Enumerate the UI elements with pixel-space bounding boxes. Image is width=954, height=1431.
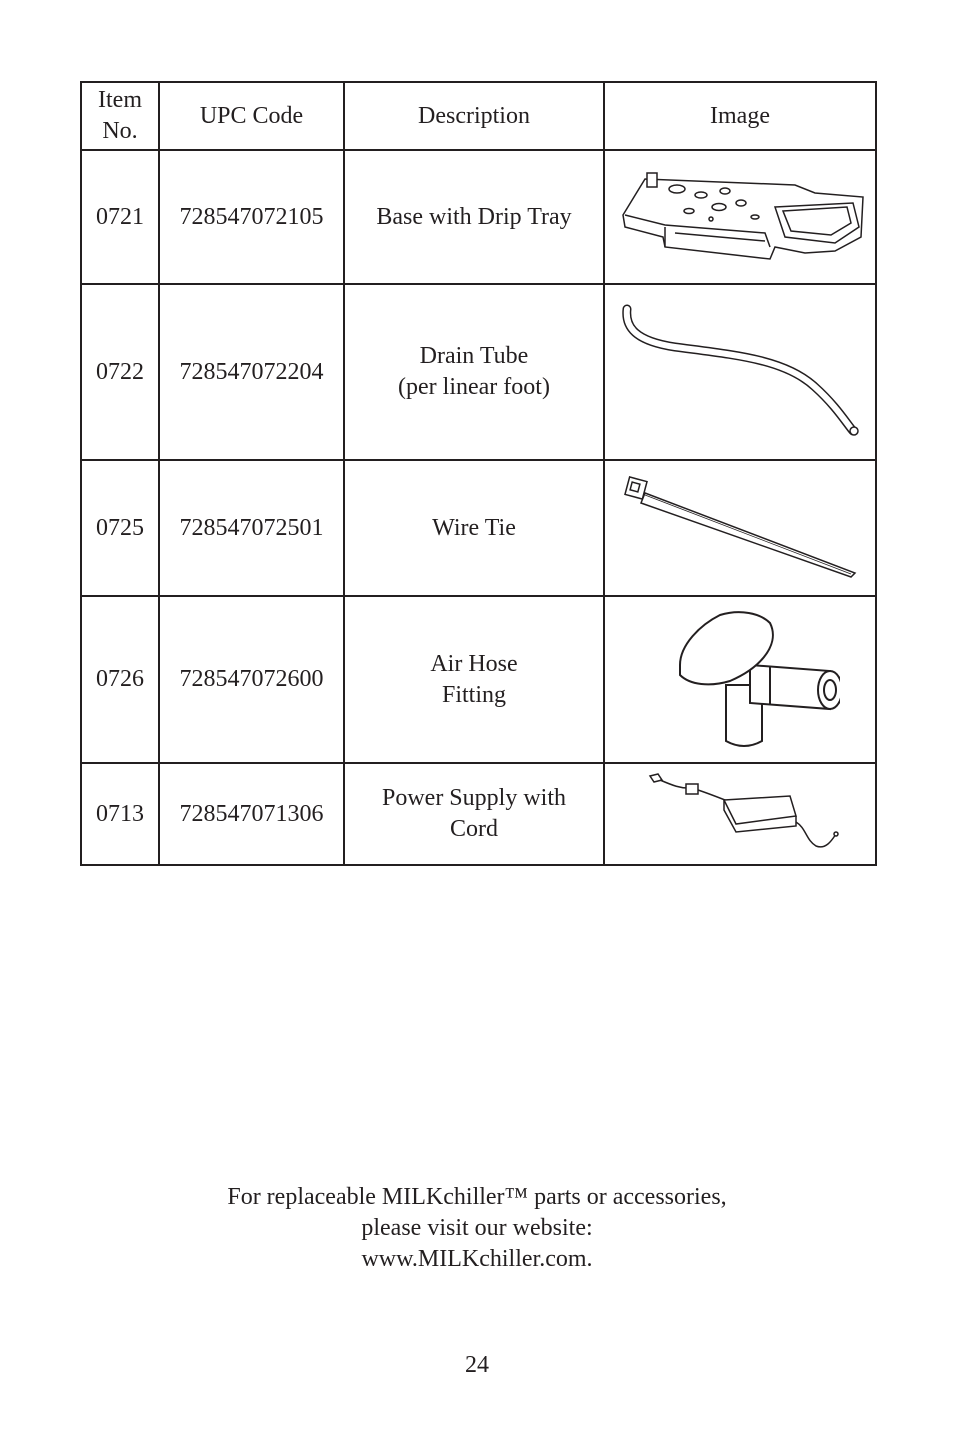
- upc-code: 728547071306: [158, 762, 345, 866]
- table-row: 0725 728547072501 Wire Tie: [80, 459, 877, 597]
- upc-code: 728547072204: [158, 283, 345, 461]
- drain-tube-drawing: [622, 304, 859, 436]
- table-row: 0722 728547072204 Drain Tube (per linear…: [80, 283, 877, 461]
- item-number: 0726: [80, 595, 160, 764]
- table-row: 0713 728547071306 Power Supply with Cord: [80, 762, 877, 866]
- website-note-line: For replaceable MILKchiller™ parts or ac…: [227, 1184, 727, 1210]
- upc-code: 728547072600: [158, 595, 345, 764]
- website-url: www.MILKchiller.com.: [361, 1246, 593, 1272]
- base-with-drip-tray-drawing: [622, 172, 864, 260]
- website-note: For replaceable MILKchiller™ parts or ac…: [0, 1182, 954, 1275]
- item-number: 0713: [80, 762, 160, 866]
- header-image: Image: [603, 81, 877, 151]
- item-description: Power Supply with Cord: [343, 762, 605, 866]
- air-hose-fitting-drawing: [679, 610, 840, 747]
- header-item-no: Item No.: [80, 81, 160, 151]
- item-number: 0722: [80, 283, 160, 461]
- table-row: 0721 728547072105 Base with Drip Tray: [80, 149, 877, 285]
- upc-code: 728547072501: [158, 459, 345, 597]
- parts-table: Item No. UPC Code Description Image 0721…: [80, 81, 877, 866]
- upc-code: 728547072105: [158, 149, 345, 285]
- item-description: Base with Drip Tray: [343, 149, 605, 285]
- header-upc-code: UPC Code: [158, 81, 345, 151]
- item-number: 0721: [80, 149, 160, 285]
- item-number: 0725: [80, 459, 160, 597]
- page-number: 24: [465, 1352, 489, 1378]
- wire-tie-drawing: [624, 476, 857, 578]
- item-description: Wire Tie: [343, 459, 605, 597]
- table-row: 0726 728547072600 Air Hose Fitting: [80, 595, 877, 764]
- power-supply-drawing: [648, 773, 839, 848]
- item-description: Air Hose Fitting: [343, 595, 605, 764]
- website-note-line: please visit our website:: [361, 1215, 593, 1241]
- table-header-row: Item No. UPC Code Description Image: [80, 81, 877, 151]
- header-description: Description: [343, 81, 605, 151]
- item-description: Drain Tube (per linear foot): [343, 283, 605, 461]
